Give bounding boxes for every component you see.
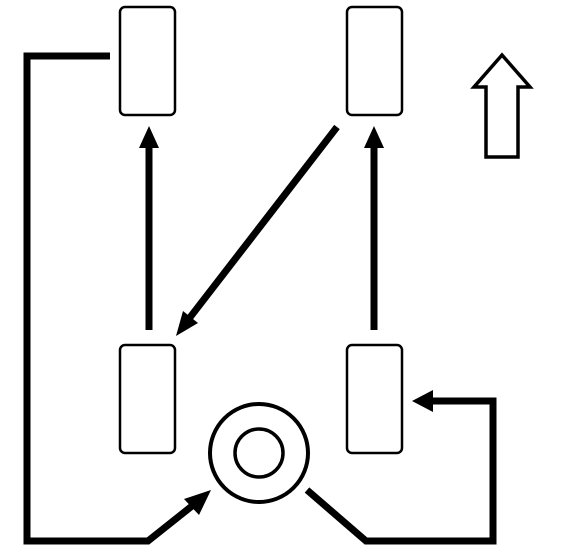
- arrow-front-left-to-spare: [23, 52, 211, 545]
- rear-right-tire: [345, 343, 404, 455]
- spare-tire: [208, 402, 310, 504]
- arrow-rear-right-to-front-right: [364, 126, 384, 330]
- rear-left-tire: [118, 343, 177, 455]
- front-left-tire: [118, 5, 177, 117]
- spare-tire-hub: [233, 427, 285, 479]
- arrow-rear-left-to-front-left: [139, 126, 159, 330]
- up-arrow-icon: [470, 52, 534, 159]
- arrow-spare-to-rear-right: [304, 390, 497, 545]
- front-right-tire: [345, 5, 404, 117]
- arrow-front-right-to-rear-left: [176, 124, 340, 336]
